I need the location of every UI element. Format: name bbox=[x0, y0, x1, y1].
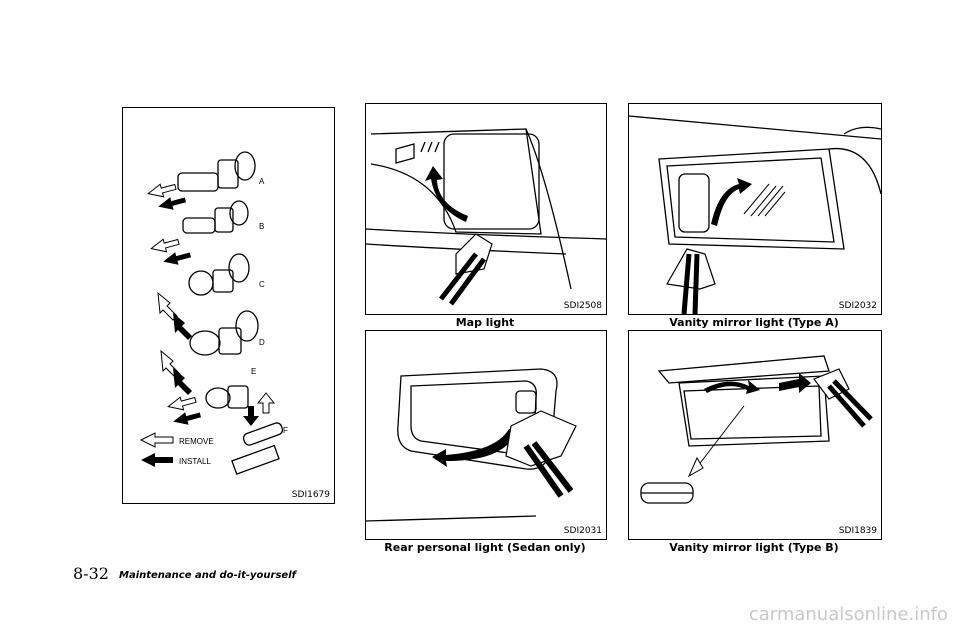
bulb-label-f: F bbox=[283, 426, 288, 435]
bulb-label-a: A bbox=[259, 177, 265, 186]
watermark-link[interactable]: carmanualsonline.info bbox=[748, 604, 948, 625]
legend-remove-label: REMOVE bbox=[179, 437, 214, 446]
bulb-types-panel: A B C D E F REMOVE INSTALL SDI1679 bbox=[122, 107, 335, 504]
bulb-types-illustration: A B C D E F REMOVE INSTALL bbox=[139, 151, 288, 475]
figure-code: SDI1839 bbox=[838, 526, 877, 536]
vanity-b-illustration bbox=[640, 355, 873, 504]
legend-install-label: INSTALL bbox=[179, 457, 211, 466]
vanity-b-caption: Vanity mirror light (Type B) bbox=[669, 541, 839, 554]
vanity-a-panel: SDI2032 bbox=[628, 103, 882, 315]
rear-light-panel: SDI2031 bbox=[365, 330, 607, 540]
bulb-label-c: C bbox=[259, 280, 265, 289]
figure-code: SDI2508 bbox=[563, 301, 602, 311]
bulb-label-b: B bbox=[259, 222, 264, 231]
rear-light-illustration bbox=[366, 368, 577, 522]
section-title: Maintenance and do-it-yourself bbox=[119, 570, 296, 581]
map-light-illustration bbox=[366, 128, 606, 306]
vanity-a-illustration bbox=[629, 115, 881, 314]
figure-code: SDI2031 bbox=[563, 526, 602, 536]
map-light-caption: Map light bbox=[455, 316, 515, 329]
page-number: 8-32 bbox=[73, 564, 109, 583]
figure-code: SDI2032 bbox=[838, 301, 877, 311]
figure-code: SDI1679 bbox=[291, 490, 330, 500]
vanity-a-caption: Vanity mirror light (Type A) bbox=[669, 316, 839, 329]
bulb-label-e: E bbox=[251, 367, 256, 376]
vanity-b-panel: SDI1839 bbox=[628, 330, 882, 540]
bulb-label-d: D bbox=[259, 338, 265, 347]
map-light-panel: SDI2508 bbox=[365, 103, 607, 315]
rear-light-caption: Rear personal light (Sedan only) bbox=[384, 541, 586, 554]
